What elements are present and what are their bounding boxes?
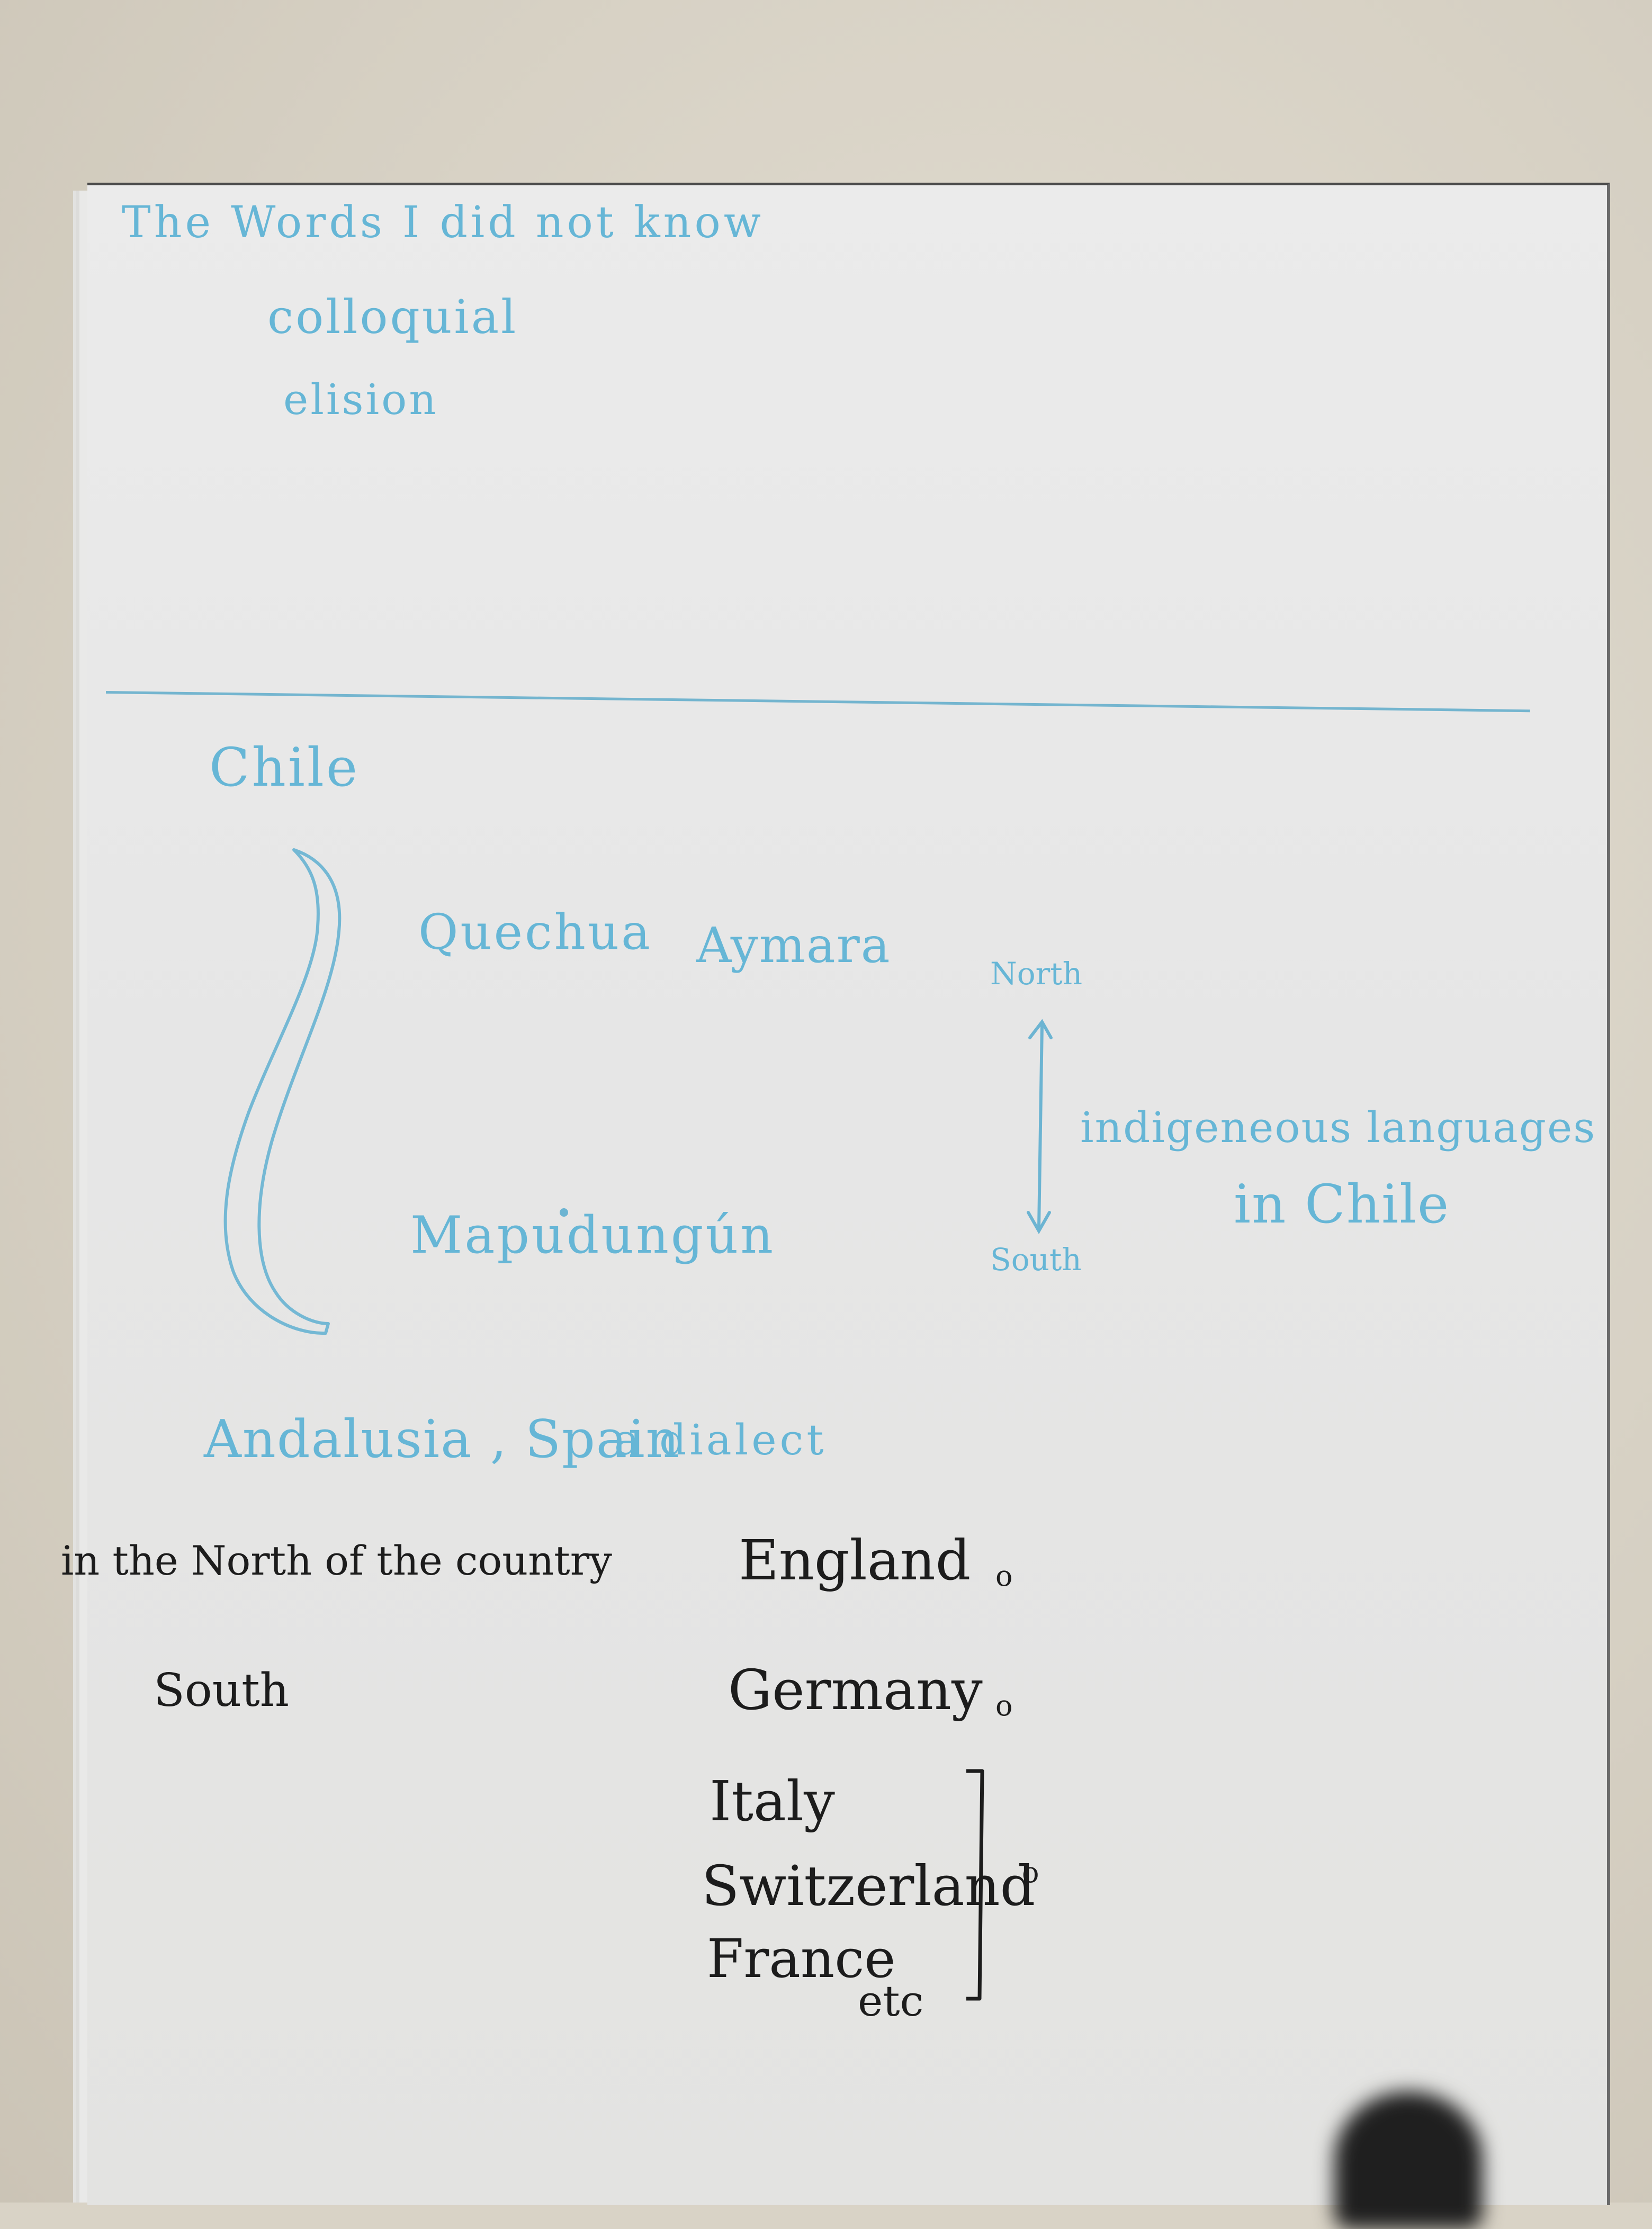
language-aymara: Aymara [696, 917, 891, 974]
page-title: The Words I did not know [122, 197, 765, 248]
etc-note: etc [858, 1976, 924, 2026]
word-elision: elision [283, 375, 438, 424]
camera-shadow [1334, 2091, 1483, 2229]
mark-england: o [995, 1559, 1013, 1593]
country-italy: Italy [710, 1769, 835, 1833]
language-quechua: Quechua [418, 904, 652, 960]
notebook-page [87, 183, 1610, 2205]
andalusia-heading: Andalusia , Spain [204, 1409, 680, 1470]
label-south: South [154, 1664, 290, 1717]
language-mapudungun: Mapudungún [410, 1206, 776, 1265]
label-north-of-country: in the North of the country [61, 1537, 612, 1584]
chile-heading: Chile [209, 736, 360, 798]
arrow-label-south: South [990, 1242, 1082, 1278]
mark-group: o [1022, 1856, 1039, 1889]
mark-germany: o [995, 1689, 1013, 1722]
country-england: England [739, 1528, 971, 1593]
andalusia-dialect-note: a dialect [614, 1415, 827, 1464]
note-indigenous-languages: indigeneous languages [1080, 1103, 1596, 1152]
country-germany: Germany [728, 1658, 983, 1722]
country-france: France [707, 1928, 896, 1990]
word-colloquial: colloquial [267, 290, 518, 344]
note-in-chile: in Chile [1234, 1173, 1450, 1235]
arrow-label-north: North [990, 956, 1083, 992]
country-switzerland: Switzerland [702, 1854, 1036, 1918]
